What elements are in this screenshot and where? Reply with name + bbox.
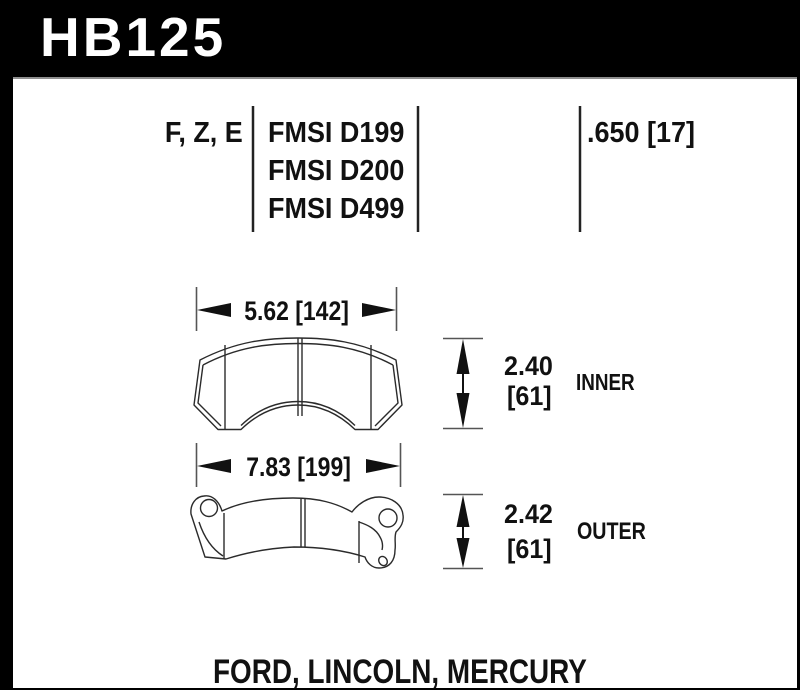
inner-right-edge xyxy=(374,364,399,427)
outer-height-mm-text: [61] xyxy=(507,534,552,564)
compound-codes: F, Z, E xyxy=(165,117,243,149)
left-ear-flange-line xyxy=(198,521,224,557)
outer-height-dimension xyxy=(443,493,483,570)
fmsi-list: FMSI D199 FMSI D200 FMSI D499 xyxy=(268,114,415,228)
title-bar xyxy=(0,0,800,79)
frame-right-edge xyxy=(797,77,800,690)
up-arrow-icon xyxy=(456,339,470,374)
inner-width-dim-text: 5.62 [142] xyxy=(244,296,350,326)
outer-height-in-text: 2.42 xyxy=(504,499,553,529)
down-arrow-icon xyxy=(456,393,470,428)
backing-plate-outline xyxy=(193,337,403,431)
up-arrow-icon xyxy=(456,495,470,527)
right-arrow-icon xyxy=(366,459,400,473)
outer-width-dim-text: 7.83 [199] xyxy=(246,452,352,482)
header-dividers xyxy=(251,106,582,232)
right-arrow-icon xyxy=(362,303,396,317)
inner-width-dimension xyxy=(195,287,398,331)
inner-height-in-text: 2.40 xyxy=(504,351,553,381)
inner-left-edge xyxy=(197,364,222,427)
outer-pad-outline xyxy=(190,495,404,569)
inner-pad-drawing xyxy=(193,337,403,431)
inner-height-dimension xyxy=(443,337,483,430)
outer-pad-drawing xyxy=(190,495,404,569)
down-arrow-icon xyxy=(456,538,470,568)
vehicle-applications: FORD, LINCOLN, MERCURY xyxy=(213,653,587,690)
pad-thickness: .650 [17] xyxy=(587,117,695,149)
part-number: HB125 xyxy=(40,6,227,68)
frame-left-edge xyxy=(0,77,13,690)
frame-bottom-edge xyxy=(0,688,800,690)
outer-pad-label: OUTER xyxy=(577,518,646,545)
inner-height-mm-text: [61] xyxy=(507,381,552,411)
left-arrow-icon xyxy=(197,459,231,473)
left-mount-hole xyxy=(199,498,219,518)
fmsi-item: FMSI D200 xyxy=(268,155,405,187)
fmsi-item: FMSI D199 xyxy=(268,117,405,149)
inner-pad-label: INNER xyxy=(576,369,635,395)
left-arrow-icon xyxy=(197,303,231,317)
small-hole xyxy=(378,555,388,567)
fmsi-item: FMSI D499 xyxy=(268,193,405,225)
outer-width-dimension xyxy=(195,443,402,487)
right-mount-hole xyxy=(378,508,398,528)
right-ear-flange-line xyxy=(358,521,384,551)
